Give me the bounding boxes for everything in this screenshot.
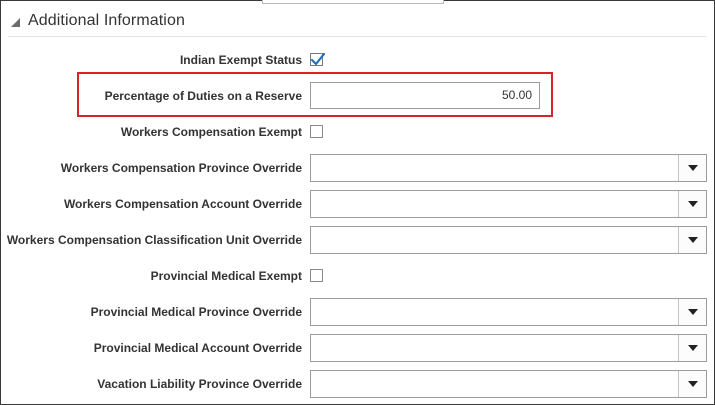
chevron-down-icon (688, 345, 698, 351)
checkmark-icon (310, 52, 326, 66)
field-row-workers-comp-exempt: Workers Compensation Exempt (0, 118, 715, 146)
indian-exempt-status-checkbox[interactable] (310, 52, 326, 66)
chevron-down-icon (688, 237, 698, 243)
field-row-workers-comp-classification-unit-override: Workers Compensation Classification Unit… (0, 226, 715, 254)
dropdown-button[interactable] (678, 191, 706, 217)
field-label: Percentage of Duties on a Reserve (104, 89, 302, 103)
field-label: Provincial Medical Exempt (150, 269, 302, 283)
vacation-liability-province-select[interactable] (310, 370, 707, 398)
dropdown-button[interactable] (678, 299, 706, 325)
dropdown-button[interactable] (678, 335, 706, 361)
percentage-duties-input[interactable]: 50.00 (310, 82, 540, 109)
workers-comp-account-select[interactable] (310, 190, 707, 218)
field-row-provincial-medical-account-override: Provincial Medical Account Override (0, 334, 715, 362)
field-label: Workers Compensation Exempt (120, 125, 302, 139)
top-field-stub (262, 0, 444, 4)
highlight-box (77, 72, 553, 117)
provincial-medical-account-select[interactable] (310, 334, 707, 362)
section-title: Additional Information (28, 12, 185, 29)
field-label: Provincial Medical Province Override (90, 305, 302, 319)
field-row-provincial-medical-province-override: Provincial Medical Province Override (0, 298, 715, 326)
field-label: Workers Compensation Province Override (60, 161, 302, 175)
chevron-down-icon (688, 381, 698, 387)
field-row-indian-exempt-status: Indian Exempt Status (0, 46, 715, 74)
provincial-medical-province-select[interactable] (310, 298, 707, 326)
section-header[interactable]: Additional Information (11, 10, 185, 32)
chevron-down-icon (688, 201, 698, 207)
collapse-triangle-icon[interactable] (11, 17, 20, 27)
provincial-medical-exempt-checkbox[interactable] (310, 269, 323, 282)
workers-comp-exempt-checkbox[interactable] (310, 125, 323, 138)
dropdown-button[interactable] (678, 371, 706, 397)
field-row-percentage-duties-reserve: Percentage of Duties on a Reserve 50.00 (0, 82, 715, 110)
field-row-provincial-medical-exempt: Provincial Medical Exempt (0, 262, 715, 290)
workers-comp-classification-unit-select[interactable] (310, 226, 707, 254)
field-label: Workers Compensation Account Override (63, 197, 302, 211)
field-label: Provincial Medical Account Override (93, 341, 302, 355)
section-divider (8, 36, 707, 37)
chevron-down-icon (688, 165, 698, 171)
field-row-vacation-liability-province-override: Vacation Liability Province Override (0, 370, 715, 398)
field-row-workers-comp-province-override: Workers Compensation Province Override (0, 154, 715, 182)
dropdown-button[interactable] (678, 227, 706, 253)
field-label: Vacation Liability Province Override (97, 377, 302, 391)
field-row-workers-comp-account-override: Workers Compensation Account Override (0, 190, 715, 218)
dropdown-button[interactable] (678, 155, 706, 181)
chevron-down-icon (688, 309, 698, 315)
workers-comp-province-select[interactable] (310, 154, 707, 182)
field-label: Workers Compensation Classification Unit… (6, 233, 302, 247)
field-label: Indian Exempt Status (179, 53, 302, 67)
